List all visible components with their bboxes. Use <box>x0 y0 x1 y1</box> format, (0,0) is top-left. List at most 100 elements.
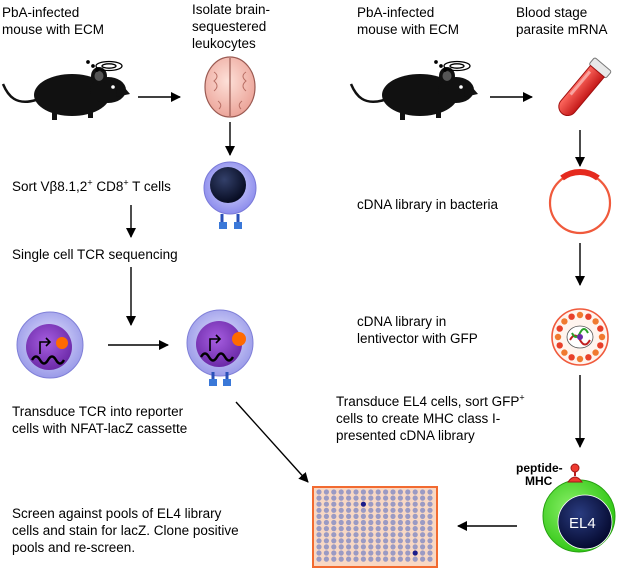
sort-label-sup1: + <box>87 177 93 188</box>
brain-label: Isolate brain- sequestered leukocytes <box>192 1 270 52</box>
plate-well <box>316 544 322 550</box>
screen-label-line2: cells and stain for lacZ. Clone positive <box>12 523 239 538</box>
plate-well <box>412 544 418 550</box>
reporter-cell-tcr-icon <box>186 309 254 386</box>
plate-well <box>412 507 418 513</box>
plate-well <box>368 501 374 507</box>
plate-well <box>331 519 337 526</box>
plate-well <box>338 526 344 532</box>
lentivector-dot <box>568 313 575 320</box>
plate-well <box>360 507 366 513</box>
plate-well <box>383 532 389 538</box>
lentivector-dot <box>554 333 562 341</box>
lentivector-dot <box>556 325 563 332</box>
plate-well <box>420 495 426 501</box>
plate-well <box>353 495 359 501</box>
plate-well <box>375 550 381 556</box>
plate-well <box>331 495 337 501</box>
plate-well <box>346 538 352 544</box>
plate-well <box>338 489 344 495</box>
el4-cell-icon <box>542 463 616 553</box>
plate-well <box>375 544 381 550</box>
plate-well <box>397 538 403 544</box>
plate-well <box>412 489 418 495</box>
lentivector-dot <box>592 349 599 356</box>
plate-well <box>420 501 426 507</box>
plate-well <box>427 556 433 562</box>
plate-well <box>405 519 411 526</box>
plate-well <box>353 489 359 495</box>
lentivector-dot <box>598 333 606 341</box>
plate-well <box>390 544 396 550</box>
plate-well <box>368 495 374 501</box>
plate-well <box>353 513 359 520</box>
plate-well <box>375 556 381 562</box>
plate-well <box>338 519 344 526</box>
mrna-label: Blood stage parasite mRNA <box>516 4 608 38</box>
plate-well <box>397 532 403 538</box>
cdna-lenti-label-line1: cDNA library in <box>357 314 447 329</box>
plate-well <box>360 538 366 544</box>
plate-well <box>346 501 352 507</box>
mrna-tube-icon <box>558 57 612 117</box>
plate-well <box>390 507 396 513</box>
sequencing-label: Single cell TCR sequencing <box>12 247 178 262</box>
plate-well <box>323 507 329 513</box>
peptide-mhc-label-line1: peptide- <box>516 461 563 475</box>
plate-well <box>397 519 403 526</box>
plate-well <box>368 538 374 544</box>
plate-well <box>360 513 366 520</box>
plate-well <box>368 550 374 556</box>
lentivector-dot <box>592 318 599 325</box>
plate-well <box>360 532 366 538</box>
plate-well <box>331 550 337 556</box>
plate-well <box>368 513 374 520</box>
plate-well <box>397 544 403 550</box>
plate-well <box>316 556 322 562</box>
right-mouse-label-line1: PbA-infected <box>357 5 435 20</box>
plate-well <box>427 538 433 544</box>
plate-well <box>412 513 418 520</box>
plate-well <box>360 495 366 501</box>
plate-well <box>383 507 389 513</box>
plate-well <box>390 519 396 526</box>
plate-well <box>375 532 381 538</box>
plate-well <box>338 501 344 507</box>
cdna-bacteria-label: cDNA library in bacteria <box>357 197 499 212</box>
plate-well <box>338 538 344 544</box>
plate-well <box>353 544 359 550</box>
lentivector-dot <box>597 342 604 349</box>
plate-well <box>331 489 337 495</box>
plate-well <box>338 507 344 513</box>
plate-well <box>427 513 433 520</box>
halo-right-icon <box>434 60 471 72</box>
plate-well <box>331 532 337 538</box>
lentivector-dot <box>585 354 592 361</box>
plate-well <box>375 489 381 495</box>
plate-well <box>316 526 322 532</box>
plate-well <box>383 526 389 532</box>
plate-well <box>316 495 322 501</box>
plate-well <box>405 526 411 532</box>
plate-well <box>383 556 389 562</box>
plate-well <box>316 507 322 513</box>
plate-well <box>323 550 329 556</box>
plate-well <box>427 532 433 538</box>
plate-well <box>375 519 381 526</box>
plate-well <box>412 538 418 544</box>
plate-well-positive <box>360 501 366 507</box>
plate-well <box>375 513 381 520</box>
sort-label-sup2: + <box>123 177 129 188</box>
plate-well <box>338 513 344 520</box>
plate-well <box>383 501 389 507</box>
lentivector-dot <box>585 313 592 320</box>
plate-well <box>420 556 426 562</box>
plate-well <box>397 556 403 562</box>
sort-label-prefix: Sort Vβ8.1,2 <box>12 179 88 194</box>
reporter-cell-before-icon <box>16 311 84 379</box>
plate-well <box>353 507 359 513</box>
plate-well <box>368 526 374 532</box>
plate-well <box>375 526 381 532</box>
plate-well <box>405 550 411 556</box>
